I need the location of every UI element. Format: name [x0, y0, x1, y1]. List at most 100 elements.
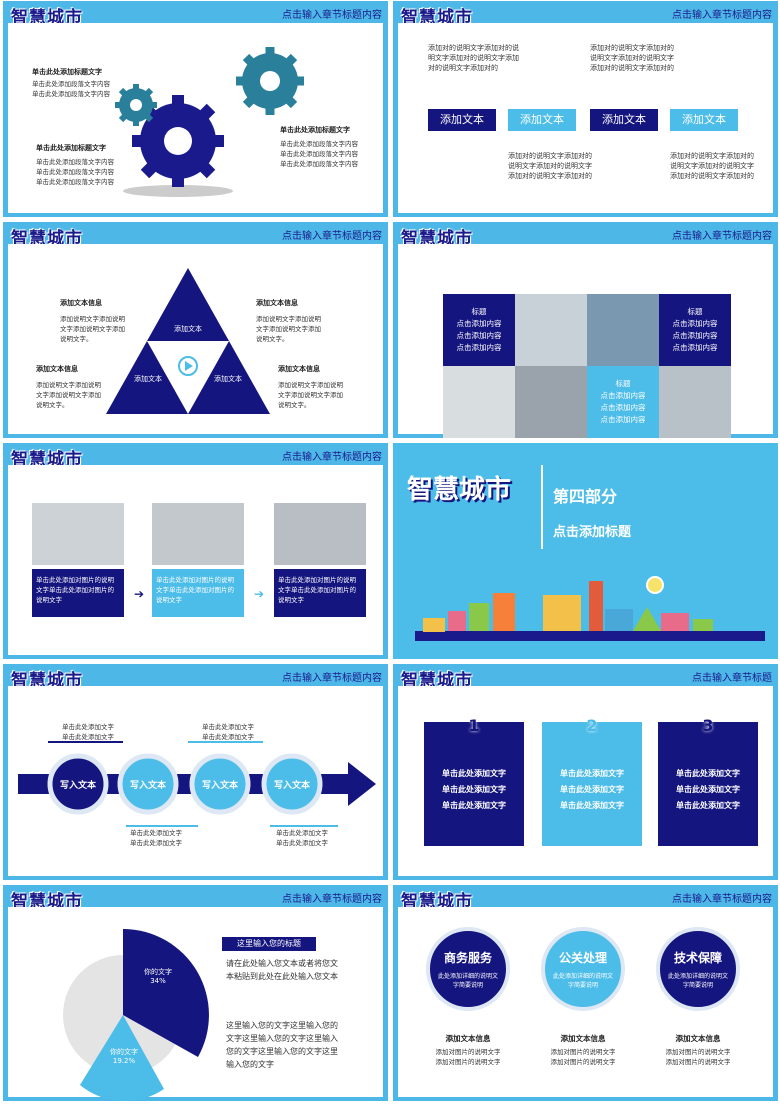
para-2: 这里输入您的文字这里输入您的文字这里输入您的文字这里输入您的文字这里输入您的文字…	[226, 1021, 338, 1069]
section-title: 点击输入章节标题内容	[282, 231, 382, 242]
num-1: 1	[468, 716, 480, 735]
arrow-right-icon: ➔	[134, 587, 145, 601]
slide-1[interactable]: 智慧城市 点击输入章节标题内容 单击此处添加标题文字 单击此处添加段落文字内容单…	[3, 1, 388, 217]
tri-top-title: 添加文本	[174, 325, 202, 333]
tile-1: 标题点击添加内容点击添加内容点击添加内容	[443, 294, 515, 366]
info-body-4: 添加说明文字添加说明文字添加说明文字添加说明文字。	[278, 381, 343, 409]
banner-1	[424, 722, 524, 846]
info-1-body: 添加对图片的说明文字添加对图片的说明文字	[435, 1048, 501, 1066]
note-4: 单击此处添加文字单击此处添加文字	[276, 829, 328, 847]
service-circles	[426, 927, 740, 1011]
pie-slice-a	[123, 929, 209, 1057]
banner-1-text: 单击此处添加文字单击此处添加文字单击此处添加文字	[442, 769, 506, 810]
photo-business	[659, 366, 731, 438]
gears-illustration	[115, 47, 304, 197]
card-3: 单击此处添加对图片的说明文字单击此处添加对图片的说明文字	[274, 569, 366, 617]
section-title: 点击输入章节标题内容	[282, 452, 382, 463]
desc-2: 添加对的说明文字添加对的说明文字添加对的说明文字添加对的说明文字添加对的	[590, 44, 674, 72]
slide-5[interactable]: 智慧城市 点击输入章节标题内容 单击此处添加对图片的说明文字单击此处添加对图片的…	[3, 443, 388, 659]
card-2: 单击此处添加对图片的说明文字单击此处添加对图片的说明文字	[152, 569, 244, 617]
info-2-title: 添加文本信息	[560, 1034, 606, 1043]
desc-4: 添加对的说明文字添加对的说明文字添加对的说明文字添加对的说明文字添加对的	[670, 152, 754, 180]
tile-2: 标题点击添加内容点击添加内容点击添加内容	[659, 294, 731, 366]
body-b: 单击此处添加段落文字内容单击此处添加段落文字内容单击此处添加段落文字内容	[36, 158, 114, 186]
photo-1	[32, 503, 124, 565]
add-text-button-2[interactable]: 添加文本	[508, 109, 576, 131]
banner-3-text: 单击此处添加文字单击此处添加文字单击此处添加文字	[676, 769, 740, 810]
desc-3: 添加对的说明文字添加对的说明文字添加对的说明文字添加对的说明文字添加对的	[508, 152, 592, 180]
step-3: 写入文本	[201, 781, 238, 791]
slide-10[interactable]: 智慧城市 点击输入章节标题内容 商务服务 公关处理 技术保障 此处添加详细的说明…	[393, 885, 778, 1101]
section-title: 点击输入章节标题内容	[282, 10, 382, 21]
section-title: 点击输入章节标题内容	[672, 231, 772, 242]
banner-2	[542, 722, 642, 846]
title-c: 单击此处添加标题文字	[280, 126, 350, 134]
slide-6[interactable]: 智慧城市 第四部分 点击添加标题	[393, 443, 778, 659]
process-arrow	[18, 741, 376, 827]
city-illustration	[415, 576, 765, 641]
para-1: 请在此处输入您文本或者将您文本粘贴到此处在此处输入您文本	[226, 959, 338, 981]
tile-3: 标题点击添加内容点击添加内容点击添加内容	[587, 366, 659, 438]
title-a: 单击此处添加标题文字	[32, 68, 102, 76]
arrow-right-icon: ➔	[254, 587, 265, 601]
step-2: 写入文本	[129, 781, 166, 791]
part-title: 第四部分	[553, 487, 618, 506]
num-3: 3	[702, 716, 714, 735]
info-body-2: 添加说明文字添加说明文字添加说明文字添加说明文字。	[256, 315, 321, 343]
desc-1: 添加对的说明文字添加对的说明文字添加对的说明文字添加对的说明文字添加对的	[428, 44, 519, 72]
info-body-3: 添加说明文字添加说明文字添加说明文字添加说明文字。	[36, 381, 101, 409]
banner-2-text: 单击此处添加文字单击此处添加文字单击此处添加文字	[560, 769, 624, 810]
body-c: 单击此处添加段落文字内容单击此处添加段落文字内容单击此处添加段落文字内容	[280, 140, 358, 168]
section-title: 点击输入章节标题	[692, 673, 772, 684]
photo-2	[152, 503, 244, 565]
add-text-button-4[interactable]: 添加文本	[670, 109, 738, 131]
section-title: 点击输入章节标题内容	[672, 10, 772, 21]
step-1: 写入文本	[59, 781, 96, 791]
circle-1-title: 商务服务	[443, 951, 492, 965]
cover-subtitle: 点击添加标题	[553, 525, 632, 540]
add-text-button-3[interactable]: 添加文本	[590, 109, 658, 131]
info-2-body: 添加对图片的说明文字添加对图片的说明文字	[550, 1048, 616, 1066]
photo-3	[274, 503, 366, 565]
num-2: 2	[586, 716, 598, 735]
section-title: 点击输入章节标题内容	[672, 894, 772, 905]
slide-8[interactable]: 智慧城市 点击输入章节标题 1 2 3 单击此处添加文字单击此处添加文字单击此处…	[393, 664, 778, 880]
info-title-2: 添加文本信息	[256, 299, 298, 307]
circle-1-sub: 此处添加详细的说明文字简要说明	[438, 973, 499, 989]
circle-3-sub: 此处添加详细的说明文字简要说明	[668, 973, 729, 989]
info-title-3: 添加文本信息	[36, 365, 78, 373]
note-1: 单击此处添加文字单击此处添加文字	[62, 723, 114, 741]
step-4: 写入文本	[273, 781, 310, 791]
add-text-button-1[interactable]: 添加文本	[428, 109, 496, 131]
info-title-4: 添加文本信息	[278, 365, 320, 373]
pie-chart	[63, 929, 209, 1101]
circle-2-title: 公关处理	[558, 951, 607, 965]
section-title: 点击输入章节标题内容	[282, 673, 382, 684]
section-title: 点击输入章节标题内容	[282, 894, 382, 905]
photo-handshake	[587, 294, 659, 366]
info-3-title: 添加文本信息	[675, 1034, 721, 1043]
slide-7[interactable]: 智慧城市 点击输入章节标题内容 写入文本 写入文本 写入文本 写入文本 单击此处…	[3, 664, 388, 880]
pie-slice-b	[80, 1015, 164, 1101]
info-title-1: 添加文本信息	[60, 299, 102, 307]
body-a: 单击此处添加段落文字内容单击此处添加段落文字内容	[32, 80, 110, 98]
photo-woman-2	[515, 366, 587, 438]
cover-brand: 智慧城市	[407, 475, 512, 505]
info-body-1: 添加说明文字添加说明文字添加说明文字添加说明文字。	[60, 315, 125, 343]
photo-people-1	[515, 294, 587, 366]
pie-heading: 这里输入您的标题	[222, 937, 316, 951]
photo-woman-1	[443, 366, 515, 438]
slide-2[interactable]: 智慧城市 点击输入章节标题内容 添加对的说明文字添加对的说明文字添加对的说明文字…	[393, 1, 778, 217]
note-2: 单击此处添加文字单击此处添加文字	[202, 723, 254, 741]
slide-3[interactable]: 智慧城市 点击输入章节标题内容 添加文本 添加文本 添加文本 添加文本信息 添加…	[3, 222, 388, 438]
slide-4[interactable]: 智慧城市 点击输入章节标题内容 标题点击添加内容点击添加内容点击添加内容 标题点…	[393, 222, 778, 438]
triangle-diagram	[106, 268, 270, 414]
card-1: 单击此处添加对图片的说明文字单击此处添加对图片的说明文字	[32, 569, 124, 617]
title-b: 单击此处添加标题文字	[36, 144, 106, 152]
info-3-body: 添加对图片的说明文字添加对图片的说明文字	[665, 1048, 731, 1066]
divider	[541, 465, 543, 549]
info-1-title: 添加文本信息	[445, 1034, 491, 1043]
